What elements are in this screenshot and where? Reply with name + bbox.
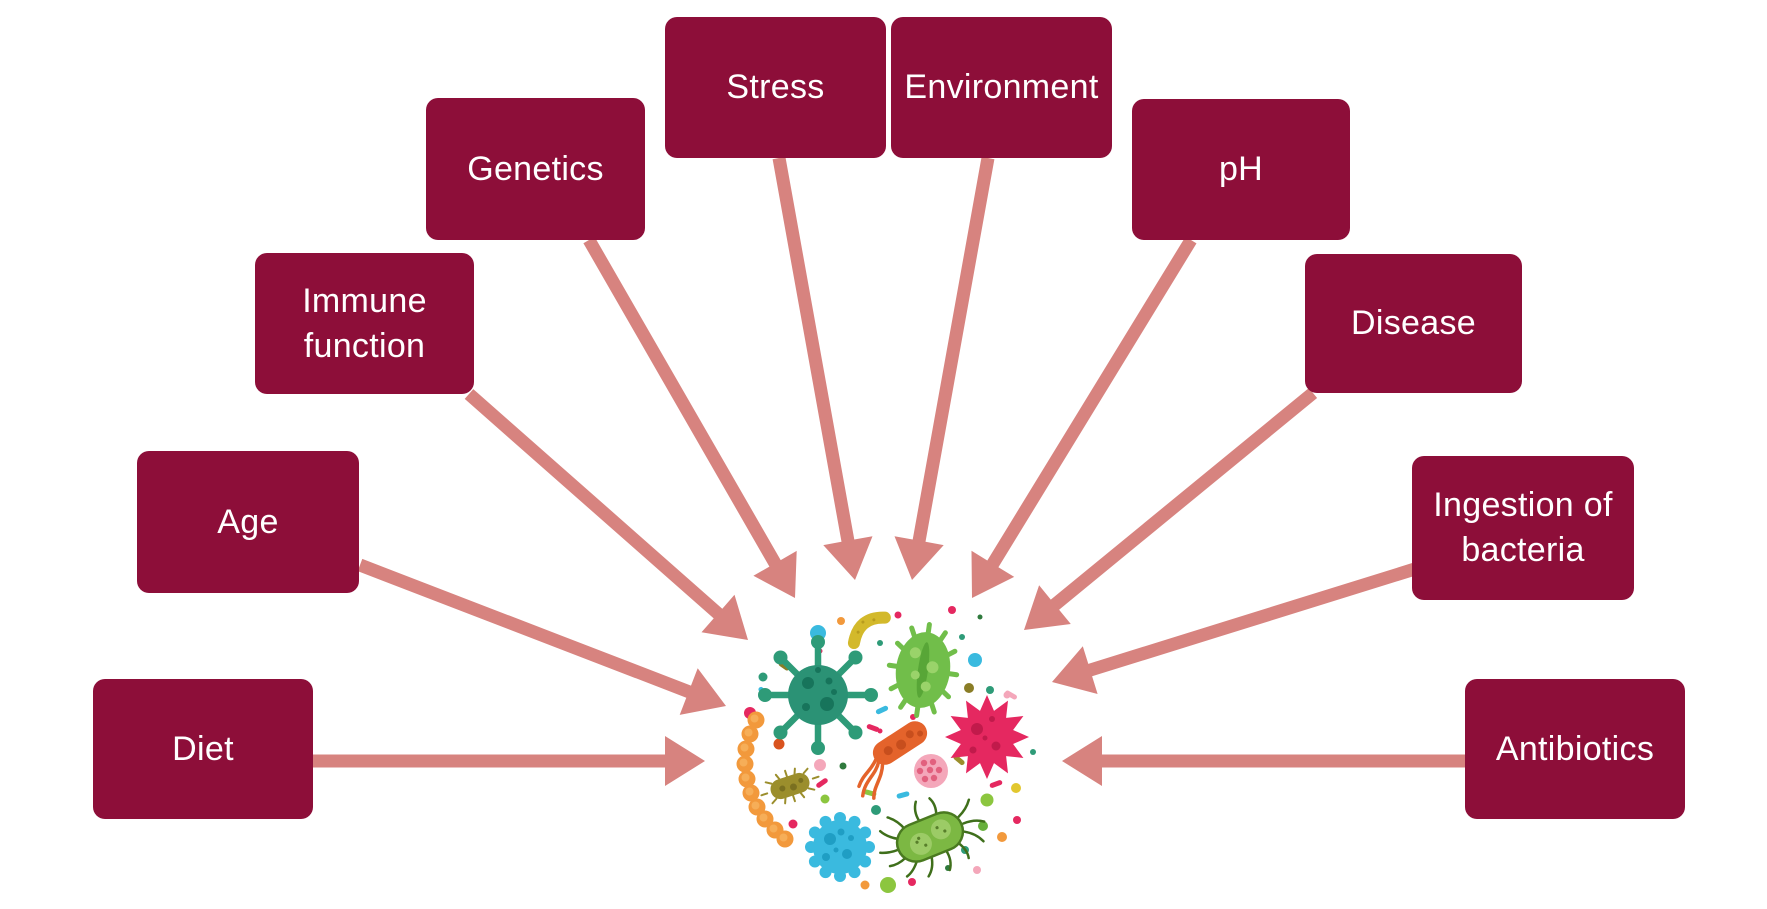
factor-label-diet: Diet <box>172 729 234 768</box>
factor-box-age: Age <box>137 451 359 593</box>
factor-box-ph: pH <box>1132 99 1350 240</box>
factor-label-antibiotics: Antibiotics <box>1495 729 1655 768</box>
factor-box-ingestion-of-bacteria: Ingestion of bacteria <box>1412 456 1634 600</box>
microbiome-illustration <box>736 606 1036 893</box>
coccus-chain-icon <box>736 711 794 848</box>
factor-box-antibiotics: Antibiotics <box>1465 679 1685 819</box>
factor-box-disease: Disease <box>1305 254 1522 393</box>
helicobacter-icon <box>857 721 928 800</box>
arrow-ingestion-of-bacteria <box>1052 561 1420 694</box>
arrow-ph <box>971 236 1197 598</box>
factor-box-diet: Diet <box>93 679 313 819</box>
arrow-stress <box>772 156 873 581</box>
factor-label-stress: Stress <box>726 68 825 107</box>
banana-bacterium-icon <box>847 611 891 650</box>
arrow-antibiotics <box>1062 736 1465 786</box>
arrow-environment <box>894 156 995 581</box>
factor-label-disease: Disease <box>1351 304 1476 343</box>
microbe-dots <box>744 606 1036 893</box>
berry-cluster-icon <box>914 754 948 788</box>
factor-box-genetics: Genetics <box>426 98 645 240</box>
oval-bacterium-icon <box>886 621 960 719</box>
factor-box-immune-function: Immune function <box>255 253 474 394</box>
arrow-age <box>357 558 726 715</box>
factor-box-stress: Stress <box>665 17 886 158</box>
arrow-genetics <box>583 236 797 599</box>
arrow-disease <box>1024 388 1318 630</box>
star-virus-icon <box>945 695 1029 779</box>
factor-label-immune-function: Immune function <box>302 281 427 365</box>
ciliated-bacterium-icon <box>878 797 986 878</box>
microbe-pills <box>758 661 1017 799</box>
crown-virus-icon <box>805 812 875 882</box>
factor-box-environment: Environment <box>891 17 1112 158</box>
arrow-immune-function <box>464 389 748 640</box>
factor-label-ingestion-of-bacteria: Ingestion of bacteria <box>1433 486 1613 569</box>
spiky-virus-icon <box>758 635 878 755</box>
factor-label-ph: pH <box>1218 150 1264 189</box>
olive-bacillus-icon <box>760 767 820 805</box>
factor-label-genetics: Genetics <box>467 149 604 188</box>
arrow-diet <box>313 736 705 786</box>
factor-label-environment: Environment <box>904 68 1099 107</box>
factor-label-age: Age <box>217 502 279 541</box>
